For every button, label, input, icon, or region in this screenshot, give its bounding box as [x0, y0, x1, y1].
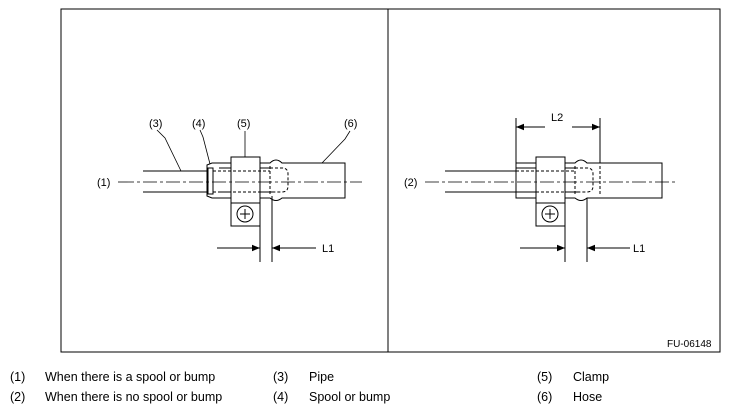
legend-num-6: (6)	[537, 390, 553, 404]
legend-num-4: (4)	[273, 390, 289, 404]
dimension-l2	[515, 118, 601, 163]
leader-lines-left	[118, 129, 351, 183]
label-6: (6)	[344, 118, 357, 130]
legend-text-4: Spool or bump	[309, 390, 391, 404]
hose	[206, 159, 346, 201]
label-l2: L2	[551, 112, 563, 124]
label-l1-right: L1	[633, 243, 645, 255]
figure-frame	[60, 8, 721, 353]
legend-text-5: Clamp	[573, 370, 610, 384]
label-l1-left: L1	[322, 243, 334, 255]
legend-num-3: (3)	[273, 370, 289, 384]
panel-with-spool	[143, 156, 346, 227]
spool-bump	[207, 167, 214, 195]
pipe	[143, 170, 207, 193]
dimension-l1-right	[520, 198, 630, 262]
label-3: (3)	[149, 118, 162, 130]
label-4: (4)	[192, 118, 205, 130]
legend-text-2: When there is no spool or bump	[45, 390, 223, 404]
label-2: (2)	[404, 177, 417, 189]
legend-text-6: Hose	[573, 390, 603, 404]
panel-without-spool	[445, 156, 663, 227]
label-5: (5)	[237, 118, 250, 130]
legend-num-2: (2)	[10, 390, 26, 404]
legend-text-3: Pipe	[309, 370, 335, 384]
clamp	[516, 156, 578, 227]
legend-num-1: (1)	[10, 370, 26, 384]
pipe-hidden-outline	[516, 166, 601, 196]
pipe	[445, 170, 516, 193]
dimension-l1-left	[217, 196, 316, 262]
pipe-hidden-outline	[213, 166, 289, 196]
label-1: (1)	[97, 177, 110, 189]
legend-text-1: When there is a spool or bump	[45, 370, 216, 384]
legend-num-5: (5)	[537, 370, 553, 384]
legend: (1) When there is a spool or bump (2) Wh…	[0, 366, 730, 410]
figure-code: FU-06148	[667, 339, 712, 350]
diagram-figure: (1) (3) (4) (5) (6) L1 (2) L2 L1 FU-0614…	[60, 8, 721, 353]
